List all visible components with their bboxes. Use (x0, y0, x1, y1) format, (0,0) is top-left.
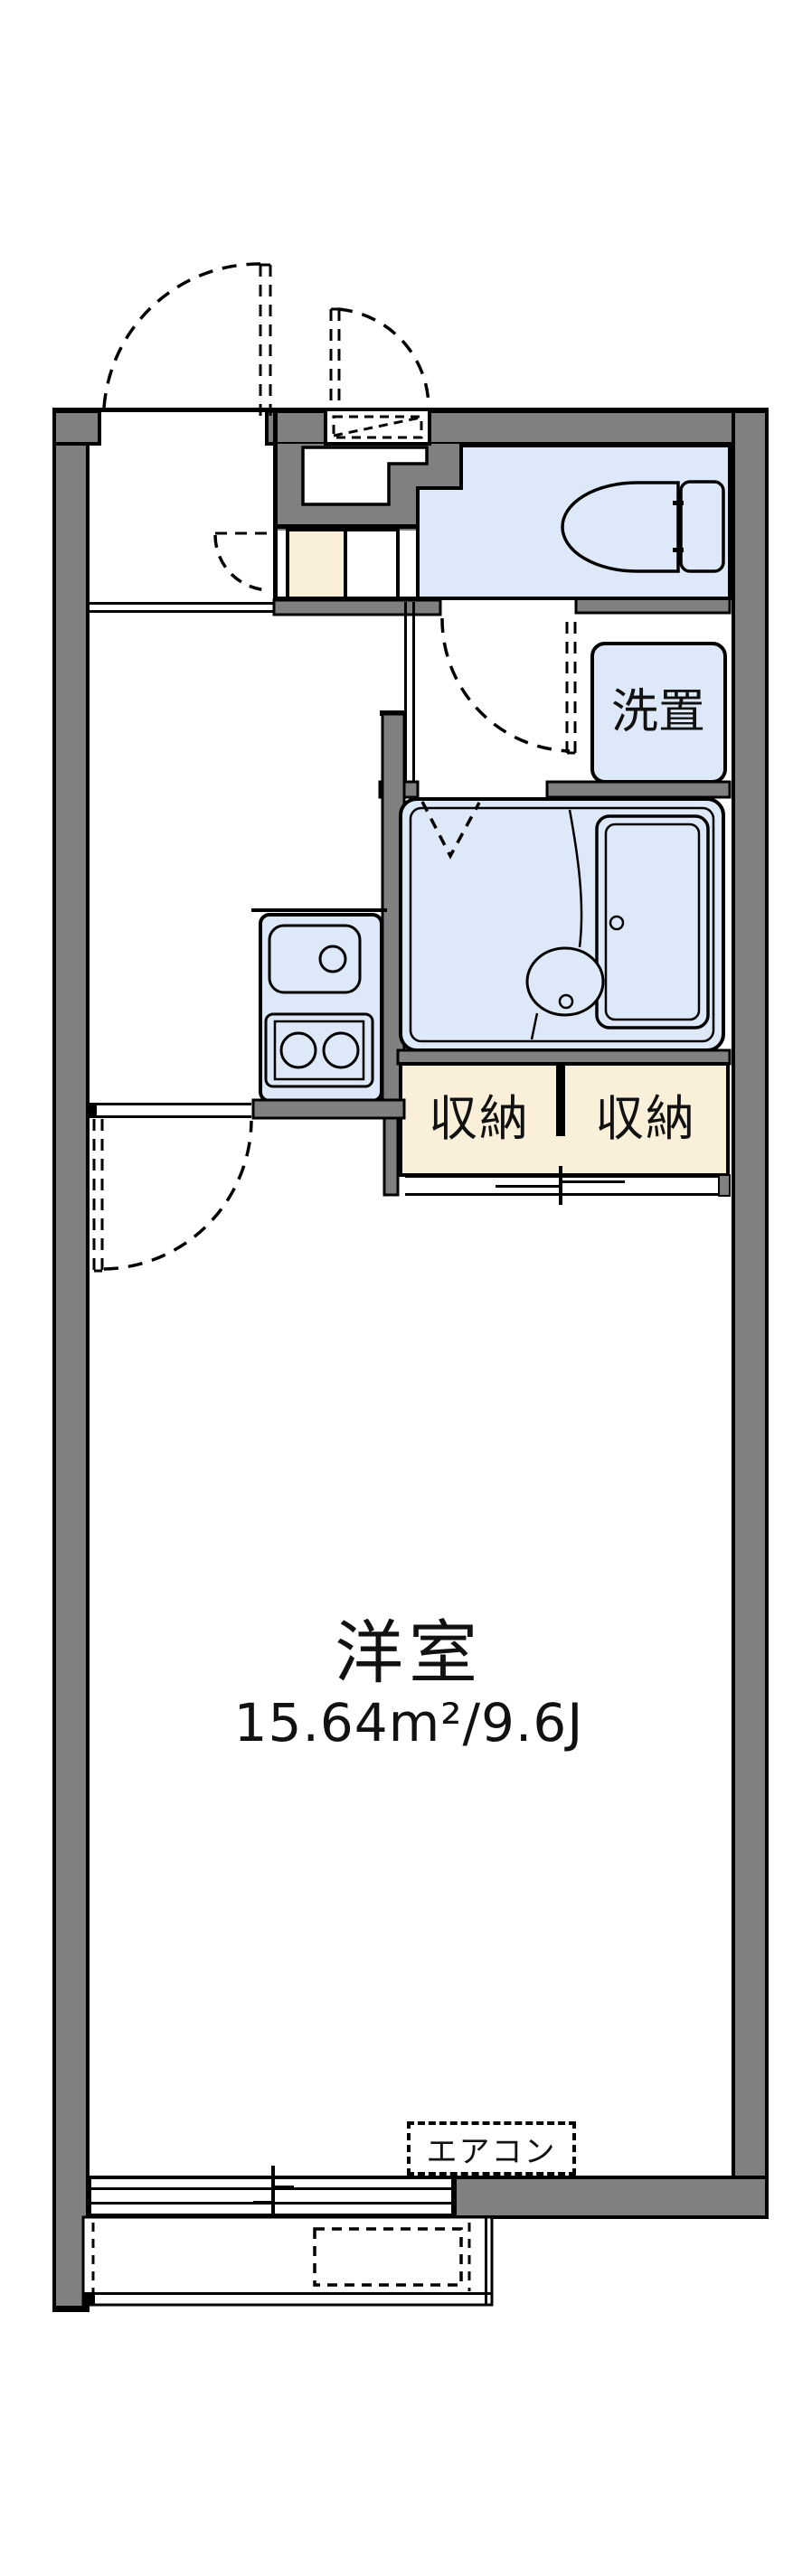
storage-sliding-door-icon (405, 1166, 719, 1205)
wall-top-corner (52, 409, 101, 446)
toilet-vestibule-floor (301, 446, 429, 506)
toilet-bottom-walls (272, 597, 732, 616)
sliding-window-icon (88, 2166, 455, 2229)
storage-right-label: 収納 (595, 1090, 696, 1147)
toilet-room (416, 444, 732, 600)
kitchen-unit (251, 908, 387, 1103)
washroom-door-arc-icon (440, 617, 577, 755)
utility-door-arc-icon (329, 307, 430, 411)
room-door-arc-icon (92, 1119, 253, 1273)
kitchen-bottom-wall (251, 1098, 406, 1120)
storage-top-wall (396, 1048, 732, 1066)
storage-side-wall (718, 1174, 731, 1197)
washroom-partition-line (404, 602, 407, 783)
vestibule-door-arc-icon (213, 531, 271, 592)
toilet-icon (561, 480, 725, 573)
room-area-label: 15.64m²/9.6J (233, 1692, 584, 1753)
outer-walls (52, 408, 769, 2312)
bathroom (399, 797, 725, 1052)
room-entry (86, 1103, 400, 1197)
storage-divider (556, 1064, 565, 1136)
wall-left (52, 409, 90, 2311)
door-stub-wall (382, 1116, 400, 1197)
wash-basin-icon (525, 946, 605, 1040)
entrance-door-arc-icon (102, 262, 272, 423)
balcony-hatch-icon (313, 2227, 463, 2287)
kitchen-sink-icon (268, 924, 362, 994)
washroom (378, 602, 732, 799)
meter-box-icon (324, 408, 431, 446)
wall-bottom-right (453, 2176, 769, 2219)
washroom-bottom-wall (378, 780, 732, 799)
entry-step (344, 528, 400, 600)
storage-area (396, 1048, 732, 1205)
washer-space-label: 洗置 (610, 685, 706, 739)
wall-right (732, 409, 769, 2217)
entry-step-line (88, 602, 273, 613)
balcony (81, 2215, 494, 2307)
room-name-label: 洋室 (335, 1612, 483, 1693)
shoe-cabinet-row (274, 524, 420, 600)
shoe-cabinet (286, 528, 347, 600)
aircon-box: エアコン (407, 2121, 576, 2176)
aircon-label: エアコン (426, 2133, 557, 2170)
storage-left-label: 収納 (429, 1090, 530, 1147)
bath-counter-line (568, 809, 583, 948)
wall-top-b (428, 409, 769, 446)
stove-icon (264, 1012, 374, 1088)
folding-door-icon (420, 801, 481, 860)
washroom-partition-line (412, 602, 415, 783)
bathtub-icon (595, 814, 710, 1029)
wall-left-cap (52, 2306, 90, 2312)
